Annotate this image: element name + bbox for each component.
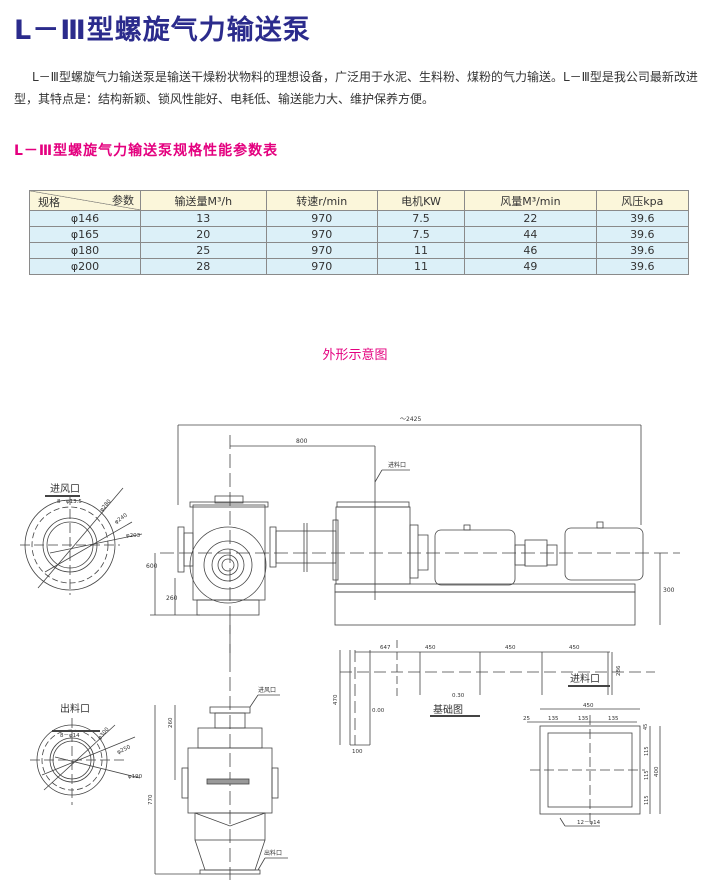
table-header-row: 参数规格 输送量M³/h 转速r/min 电机KW 风量M³/min 风压kpa — [29, 190, 690, 211]
feed-inlet-callout: 进料口 — [388, 461, 406, 469]
figure-title: 外形示意图 — [322, 348, 388, 363]
corner-header: 参数 规格 — [29, 190, 141, 211]
dim-450-c: 450 — [569, 645, 580, 651]
feed-25: 25 — [523, 716, 530, 722]
feed-115-b: 115 — [644, 770, 650, 780]
dim-800: 800 — [296, 438, 308, 445]
spec-cell: φ146 — [29, 210, 141, 227]
corner-top: 参数 — [112, 194, 134, 207]
value-cell: 28 — [140, 258, 267, 275]
dim-600: 600 — [146, 563, 158, 570]
dim-260-b: 260 — [168, 717, 174, 728]
value-cell: 39.6 — [595, 242, 690, 259]
dimension-lines — [150, 424, 680, 660]
outlet-d3: φ190 — [128, 774, 143, 780]
outlet-d2: φ250 — [116, 744, 132, 756]
dim-450-b: 450 — [505, 645, 516, 651]
outlet-callout: 出料口 — [264, 849, 282, 857]
value-cell: 49 — [464, 258, 597, 275]
dim-286: 286 — [616, 665, 622, 676]
foundation-label: 基础图 — [433, 703, 463, 716]
air-inlet-flange-view — [20, 487, 143, 595]
pump-side-view — [177, 495, 644, 626]
value-cell: 11 — [376, 242, 466, 259]
intro-paragraph: L－Ⅲ型螺旋气力输送泵是输送干燥粉状物料的理想设备，广泛用于水泥、生料粉、煤粉的… — [14, 70, 698, 106]
dim-770: 770 — [148, 794, 154, 805]
outlet-holes: 8－φ14 — [60, 733, 80, 739]
feed-135-c: 135 — [608, 716, 619, 722]
value-cell: 970 — [265, 226, 378, 243]
level-0-30: 0.30 — [452, 693, 465, 699]
air-inlet-callout: 进风口 — [258, 686, 276, 694]
value-cell: 11 — [376, 258, 466, 275]
col-header: 电机KW — [376, 190, 466, 211]
feed-inlet-view — [527, 685, 661, 827]
value-cell: 13 — [140, 210, 267, 227]
level-0-00: 0.00 — [372, 708, 385, 714]
spec-cell: φ180 — [29, 242, 141, 259]
feed-400: 400 — [654, 766, 660, 777]
air-inlet-d2: φ240 — [114, 512, 129, 525]
outlet-label: 出料口 — [60, 702, 90, 715]
dim-260: 260 — [166, 595, 178, 602]
dim-647: 647 — [380, 645, 391, 651]
feed-45: 45 — [643, 724, 649, 730]
corner-bottom: 规格 — [38, 196, 60, 209]
air-inlet-d1: φ280 — [99, 498, 113, 513]
dim-100: 100 — [352, 749, 363, 755]
table-title: L－Ⅲ型螺旋气力输送泵规格性能参数表 — [14, 143, 279, 159]
feed-135-a: 135 — [548, 716, 559, 722]
spec-table: 参数规格 输送量M³/h 转速r/min 电机KW 风量M³/min 风压kpa… — [29, 190, 690, 275]
value-cell: 970 — [265, 210, 378, 227]
dim-total: ～2425 — [400, 416, 421, 423]
dim-470: 470 — [333, 694, 339, 705]
value-cell: 39.6 — [595, 258, 690, 275]
feed-inlet-label: 进料口 — [570, 672, 600, 685]
outlet-flange-view — [30, 718, 141, 805]
feed-450: 450 — [583, 703, 594, 709]
value-cell: 970 — [265, 258, 378, 275]
feed-115-c: 115 — [644, 795, 650, 805]
pump-front-view — [154, 620, 288, 880]
air-inlet-holes: 8－φ13.5 — [57, 499, 82, 505]
outlet-d1: φ300 — [97, 726, 111, 741]
col-header: 转速r/min — [265, 190, 378, 211]
air-inlet-d3: φ203 — [126, 533, 141, 539]
foundation-plan — [339, 640, 655, 746]
dim-300: 300 — [663, 587, 675, 594]
page-title: L－Ⅲ型螺旋气力输送泵 — [14, 15, 311, 46]
dim-450-a: 450 — [425, 645, 436, 651]
col-header: 风压kpa — [595, 190, 690, 211]
spec-cell: φ200 — [29, 258, 141, 275]
feed-115-a: 115 — [644, 746, 650, 756]
feed-holes: 12－φ14 — [577, 820, 601, 826]
feed-135-b: 135 — [578, 716, 589, 722]
value-cell: 7.5 — [376, 210, 466, 227]
air-inlet-label: 进风口 — [50, 483, 80, 495]
